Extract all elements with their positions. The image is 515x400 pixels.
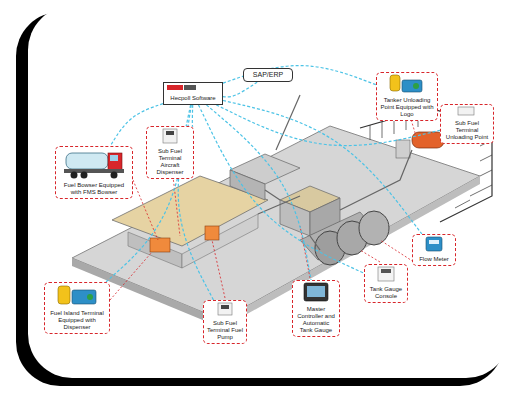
callout-box: Sub Fuel Terminal Aircraft Dispenser [146,126,194,179]
network-link [192,105,194,126]
node-label: SAP/ERP [247,71,289,79]
fence [360,108,492,222]
system-box: SAP/ERP [243,68,293,82]
node-label: Flow Meter [416,256,452,263]
node-label: Sub Fuel Terminal Aircraft Dispenser [150,148,190,176]
callout-box: Fuel Bowser Equipped with FMS Bowser [55,146,133,199]
callout-box: Tanker Unloading Point Equipped with Log… [376,72,438,121]
callout-box: Flow Meter [412,234,456,266]
node-label: Tanker Unloading Point Equipped with Log… [380,97,434,118]
node-label: Fuel Island Terminal Equipped with Dispe… [48,310,106,331]
node-label: Hecpoll Software [167,95,219,102]
node-label: Master Controller and Automatic Tank Gau… [296,306,336,334]
node-label: Sub Fuel Terminal Fuel Pump [207,320,243,341]
network-link [198,105,364,273]
callout-box: Fuel Island Terminal Equipped with Dispe… [44,282,110,334]
node-label: Tank Gauge Console [368,286,404,300]
network-link [223,82,257,97]
software-box: Hecpoll Software [163,82,223,105]
leader-lines [110,116,466,300]
network-link [223,66,376,85]
callout-box: Tank Gauge Console [364,264,408,303]
callout-box: Sub Fuel Terminal Unloading Point [440,104,494,144]
frame-card [28,6,510,378]
node-label: Fuel Bowser Equipped with FMS Bowser [59,182,129,196]
callout-box: Master Controller and Automatic Tank Gau… [292,280,340,337]
callout-box: Sub Fuel Terminal Fuel Pump [203,300,247,344]
storage-tanks [300,211,389,265]
unloading-tank [396,132,444,158]
network-link [206,105,311,280]
node-label: Sub Fuel Terminal Unloading Point [444,120,490,141]
